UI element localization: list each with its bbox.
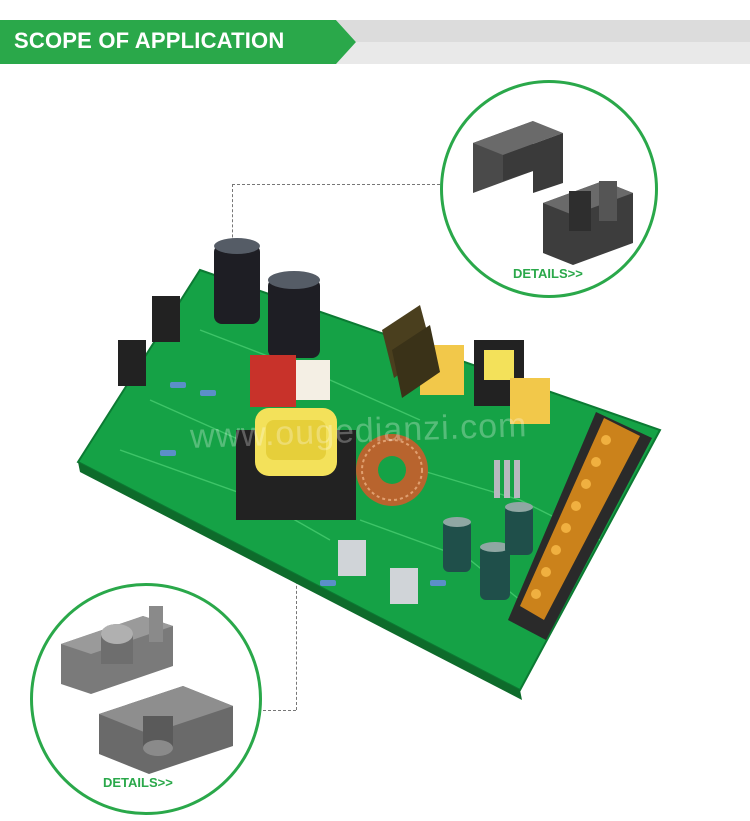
capacitor-large-2 bbox=[268, 271, 320, 358]
transformer-main bbox=[236, 408, 356, 520]
small-heatsink bbox=[494, 460, 520, 498]
capacitor-small-3 bbox=[505, 502, 533, 555]
banner-shape bbox=[0, 20, 750, 64]
transistor-2 bbox=[118, 340, 146, 386]
white-relay bbox=[296, 360, 330, 400]
section-banner: SCOPE OF APPLICATION bbox=[0, 20, 750, 64]
leader-line-bottom-horizontal bbox=[248, 710, 296, 711]
film-capacitor-2 bbox=[510, 378, 550, 424]
leader-line-top bbox=[232, 184, 440, 185]
leader-line-bottom bbox=[296, 500, 297, 710]
capacitor-large-1 bbox=[214, 238, 260, 324]
ferrite-core-pot-image bbox=[61, 606, 233, 774]
heatsink bbox=[382, 305, 440, 398]
red-capacitor bbox=[250, 355, 296, 407]
details-link-top[interactable]: DETAILS>> bbox=[513, 266, 583, 281]
banner-title: SCOPE OF APPLICATION bbox=[14, 28, 285, 53]
transistor-3 bbox=[338, 540, 366, 576]
terminal-block bbox=[508, 412, 652, 640]
transistor-1 bbox=[152, 296, 180, 342]
callout-bottom[interactable]: DETAILS>> bbox=[30, 583, 262, 815]
transistor-4 bbox=[390, 568, 418, 604]
resistors bbox=[160, 382, 446, 586]
capacitor-small-1 bbox=[443, 517, 471, 572]
toroid-inductor bbox=[356, 434, 428, 506]
details-link-bottom[interactable]: DETAILS>> bbox=[103, 775, 173, 790]
pcb-edge bbox=[78, 462, 522, 700]
ferrite-core-ee-image bbox=[473, 121, 633, 265]
callout-top[interactable]: DETAILS>> bbox=[440, 80, 658, 298]
capacitor-small-2 bbox=[480, 542, 510, 600]
